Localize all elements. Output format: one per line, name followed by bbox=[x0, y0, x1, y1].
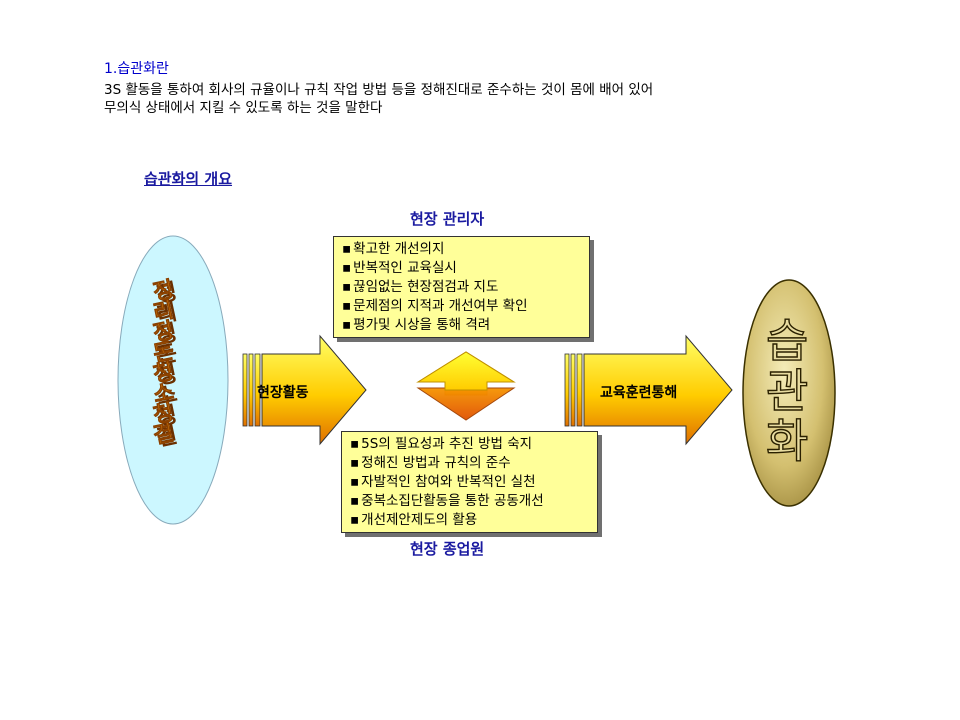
list-item: 개선제안제도의 활용 bbox=[350, 511, 597, 530]
list-item: 확고한 개선의지 bbox=[342, 240, 589, 259]
list-item: 5S의 필요성과 추진 방법 숙지 bbox=[350, 435, 597, 454]
list-item: 끊임없는 현장점검과 지도 bbox=[342, 278, 589, 297]
intro-text-line-1: 3S 활동을 통하여 회사의 규율이나 규칙 작업 방법 등을 정해진대로 준수… bbox=[104, 82, 654, 98]
manager-duties-box: 확고한 개선의지 반복적인 교육실시 끊임없는 현장점검과 지도 문제점의 지적… bbox=[333, 236, 590, 338]
left-oval bbox=[117, 235, 229, 525]
role-label-manager: 현장 관리자 bbox=[410, 210, 485, 228]
list-item: 중복소집단활동을 통한 공동개선 bbox=[350, 492, 597, 511]
section-heading: 1.습관화란 bbox=[104, 61, 169, 77]
right-oval bbox=[742, 279, 836, 507]
oval-char: 관 bbox=[766, 364, 808, 418]
employee-duties-box: 5S의 필요성과 추진 방법 숙지 정해진 방법과 규칙의 준수 자발적인 참여… bbox=[341, 431, 598, 533]
list-item: 자발적인 참여와 반복적인 실천 bbox=[350, 473, 597, 492]
list-item: 문제점의 지적과 개선여부 확인 bbox=[342, 297, 589, 316]
right-oval-text: 습관화 bbox=[765, 313, 809, 468]
list-item: 정해진 방법과 규칙의 준수 bbox=[350, 454, 597, 473]
arrow-label-field-activity: 현장활동 bbox=[257, 385, 309, 401]
oval-char: 화 bbox=[766, 414, 808, 468]
intro-text-line-2: 무의식 상태에서 지킬 수 있도록 하는 것을 말한다 bbox=[104, 100, 383, 116]
center-up-down-arrows bbox=[416, 351, 516, 421]
role-label-employee: 현장 종업원 bbox=[410, 540, 485, 558]
list-item: 평가및 시상을 통해 격려 bbox=[342, 316, 589, 335]
list-item: 반복적인 교육실시 bbox=[342, 259, 589, 278]
oval-char: 청 bbox=[151, 400, 176, 429]
diagram-title: 습관화의 개요 bbox=[144, 170, 233, 188]
oval-char: 습 bbox=[766, 314, 808, 368]
left-arrow bbox=[242, 334, 367, 446]
right-arrow bbox=[564, 334, 733, 446]
arrow-label-training: 교육훈련통해 bbox=[600, 385, 678, 401]
